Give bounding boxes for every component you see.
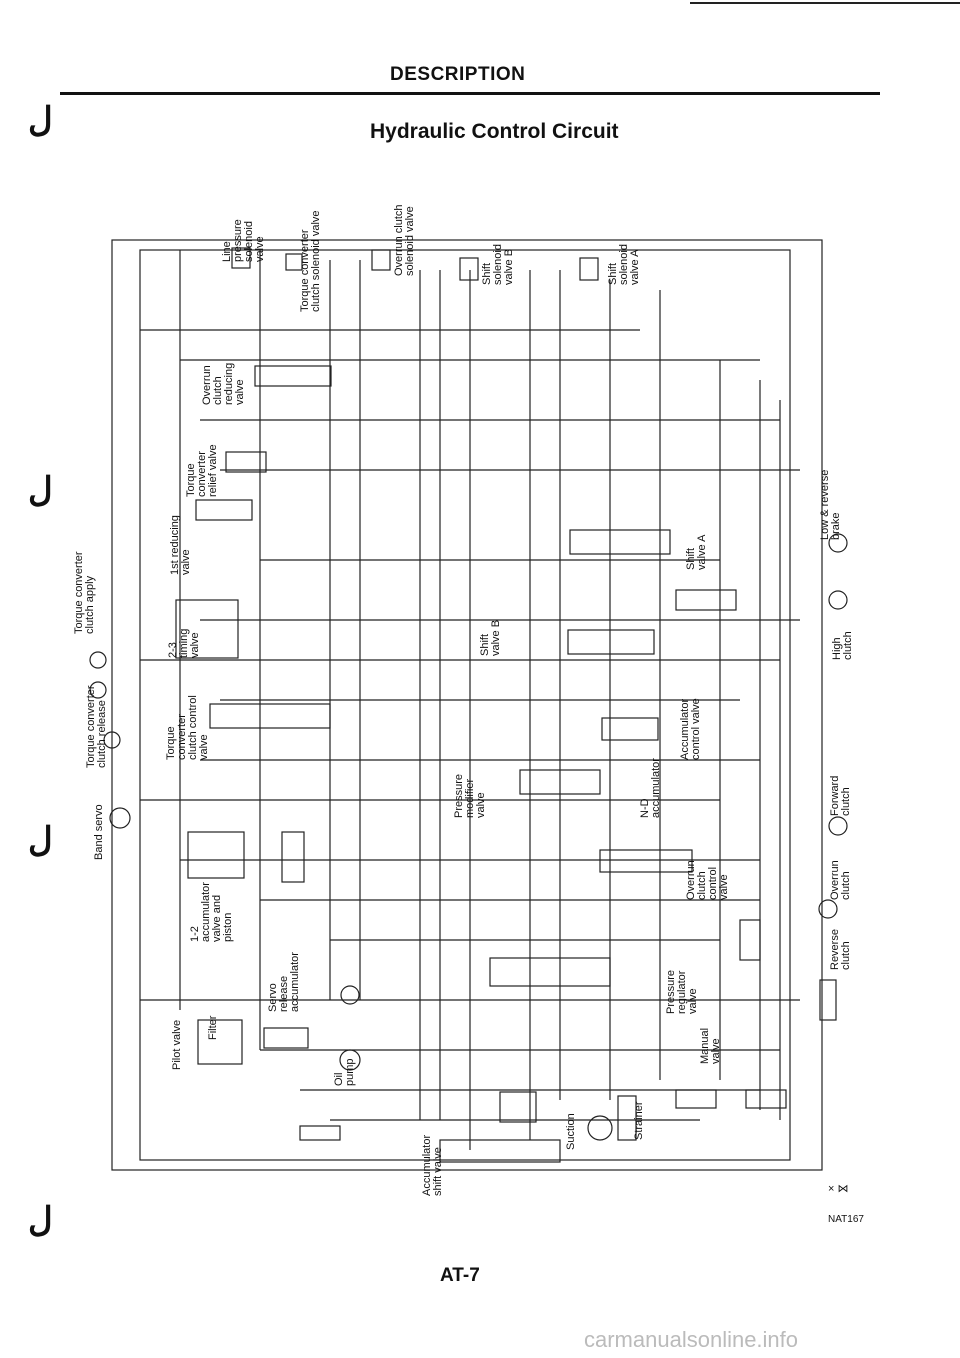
scale-note: × ⋈ (828, 1183, 849, 1195)
header-rule (60, 92, 880, 95)
label-servo-release-accumulator: Servo release accumulator (267, 952, 301, 1012)
figure-code: NAT167 (828, 1214, 864, 1225)
label-overrun-clutch-reducing-valve: Overrun clutch reducing valve (201, 362, 246, 405)
label-pressure-regulator-valve: Pressure regulator valve (665, 969, 699, 1014)
label-tc-relief-valve: Torque converter relief valve (185, 444, 219, 497)
watermark: carmanualsonline.info (584, 1327, 799, 1352)
label-oil-pump: Oil pump (333, 1058, 356, 1086)
circuit-frame (111, 239, 823, 1171)
page-number: AT-7 (440, 1265, 480, 1286)
label-pressure-modifier-valve: Pressure modifier valve (453, 773, 487, 818)
label-high-clutch: High clutch (831, 631, 854, 660)
label-tcc-release: Torque converter clutch release (85, 685, 108, 768)
label-tcc-apply: Torque converter clutch apply (73, 551, 96, 634)
label-tcc-control-valve: Torque converter clutch control valve (165, 695, 210, 760)
label-forward-clutch: Forward clutch (829, 775, 852, 816)
label-shift-solenoid-b: Shift solenoid valve B (481, 244, 515, 285)
label-accumulator-shift-valve: Accumulator shift valve (421, 1134, 444, 1196)
label-low-reverse-brake: Low & reverse brake (819, 469, 842, 540)
label-tcc-solenoid: Torque converter clutch solenoid valve (299, 210, 322, 312)
binding-mark-icon: ل (28, 471, 53, 509)
label-strainer: Strainer (633, 1101, 645, 1140)
binding-mark-icon: ل (28, 821, 53, 859)
label-pilot-valve: Pilot valve (171, 1019, 183, 1070)
label-shift-valve-b: Shift valve B (479, 619, 502, 656)
label-line-pressure-solenoid: Line pressure solenoid valve (221, 219, 266, 262)
label-overrun-clutch-solenoid: Overrun clutch solenoid valve (393, 204, 416, 276)
label-suction: Suction (565, 1113, 577, 1150)
label-filter: Filter (207, 1015, 219, 1040)
circuit-inner-frame (139, 249, 791, 1161)
label-shift-valve-a: Shift valve A (685, 534, 708, 570)
label-overrun-clutch: Overrun clutch (829, 860, 852, 900)
label-overrun-clutch-control-valve: Overrun clutch control valve (685, 860, 730, 900)
top-border-line (690, 2, 960, 4)
label-timing-valve: 2-3 timing valve (167, 628, 201, 658)
label-accumulator-control-valve: Accumulator control valve (679, 698, 702, 760)
label-band-servo: Band servo (93, 804, 105, 860)
page-title: Hydraulic Control Circuit (370, 120, 619, 143)
binding-mark-icon: ل (28, 101, 53, 139)
section-header: DESCRIPTION (390, 64, 526, 85)
label-nd-accumulator: N-D accumulator (639, 758, 662, 818)
label-shift-solenoid-a: Shift solenoid valve A (607, 244, 641, 285)
label-manual-valve: Manual valve (699, 1027, 722, 1064)
label-first-reducing-valve: 1st reducing valve (169, 515, 192, 575)
binding-mark-icon: ل (28, 1201, 53, 1239)
label-1-2-accumulator: 1-2 accumulator valve and piston (189, 882, 234, 942)
label-reverse-clutch: Reverse clutch (829, 929, 852, 970)
